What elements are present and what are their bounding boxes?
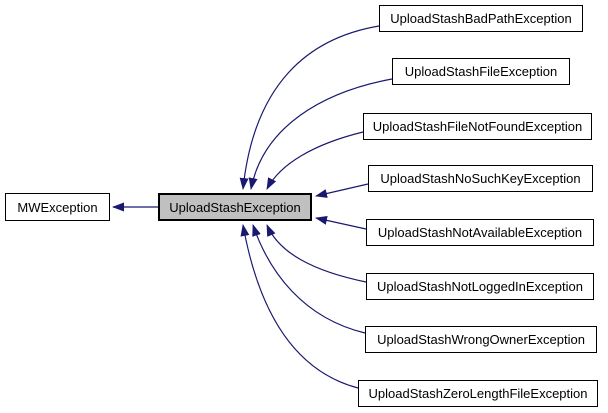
edge-badpath-to-current [239,25,380,190]
node-uploadstashexception-current: UploadStashException [158,193,312,221]
edge-filenotfound-to-current [266,131,364,190]
edge-notloggedin-to-current [266,224,367,283]
edge-file-to-current [248,78,393,190]
node-mwexception[interactable]: MWException [5,193,110,221]
edge-nosuchkey-to-current [315,183,369,198]
node-uploadstashnotavailableexception[interactable]: UploadStashNotAvailableException [366,219,594,246]
node-uploadstashwrongownerexception[interactable]: UploadStashWrongOwnerException [365,326,597,353]
node-uploadstashnotloggedinexception[interactable]: UploadStashNotLoggedInException [366,273,594,300]
edge-wrongowner-to-current [252,224,366,334]
node-uploadstashzerolengthfileexception[interactable]: UploadStashZeroLengthFileException [358,380,598,407]
node-uploadstashbadpathexception[interactable]: UploadStashBadPathException [379,5,583,32]
node-uploadstashfileexception[interactable]: UploadStashFileException [392,58,570,85]
node-uploadstashfilenotfoundexception[interactable]: UploadStashFileNotFoundException [363,113,592,140]
node-uploadstashnosuchkeyexception[interactable]: UploadStashNoSuchKeyException [368,165,593,192]
edge-notavailable-to-current [315,215,367,230]
edge-zerolength-to-current [240,224,359,389]
